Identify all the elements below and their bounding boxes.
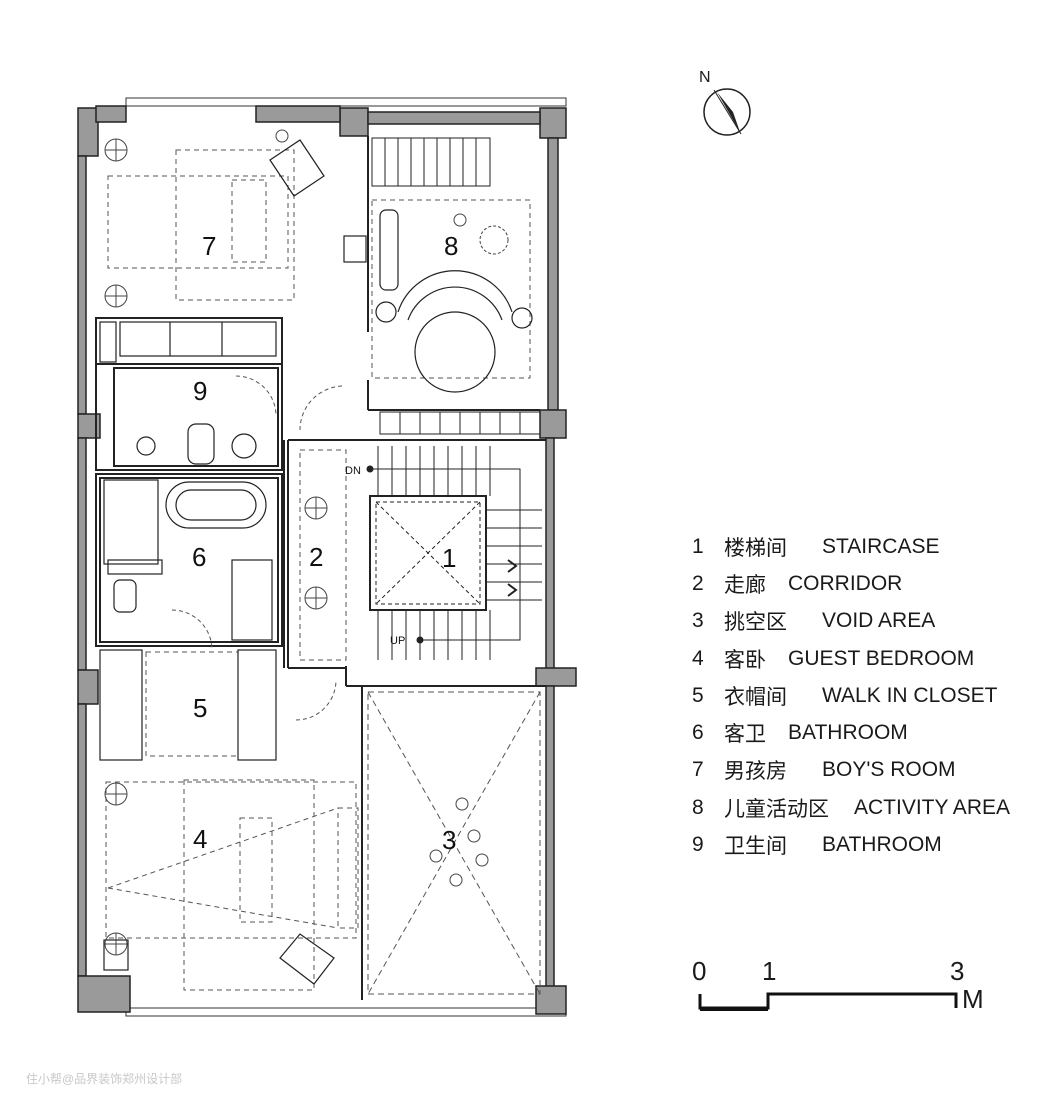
room-number-8: 8 (444, 231, 458, 261)
legend-number: 7 (692, 758, 704, 782)
door-swings (171, 375, 345, 721)
scale-label-0: 0 (692, 956, 707, 986)
legend-number: 9 (692, 833, 704, 857)
legend-number: 5 (692, 683, 704, 707)
legend-chinese: 挑空区 (724, 611, 787, 635)
legend-number: 8 (692, 795, 704, 819)
legend-chinese: 卫生间 (724, 835, 787, 859)
legend-english: WALK IN CLOSET (822, 683, 998, 707)
legend-english: VOID AREA (822, 609, 936, 633)
stair-up-label: UP (390, 635, 405, 647)
legend-english: BATHROOM (822, 833, 942, 857)
legend-item: 3 挑空区 VOID AREA (692, 603, 1010, 640)
stair-down-label: DN (345, 465, 361, 477)
room-number-4: 4 (193, 824, 207, 854)
legend-item: 8 儿童活动区 ACTIVITY AREA (692, 789, 1010, 826)
room-number-6: 6 (192, 542, 206, 572)
walls (77, 105, 577, 1015)
void-area (367, 691, 541, 995)
legend-item: 4 客卧 GUEST BEDROOM (692, 640, 1010, 677)
legend-english: GUEST BEDROOM (788, 646, 975, 670)
legend-item: 7 男孩房 BOY'S ROOM (692, 752, 1010, 789)
legend-number: 6 (692, 721, 704, 745)
scale-label-1: 1 (762, 956, 777, 986)
scale-bar (698, 992, 958, 1011)
legend-number: 1 (692, 534, 704, 558)
legend-english: STAIRCASE (822, 534, 940, 558)
legend-chinese: 走廊 (724, 573, 766, 597)
watermark: 住小帮@品界装饰郑州设计部 (26, 1072, 183, 1086)
legend-number: 3 (692, 609, 704, 633)
legend-chinese: 客卧 (724, 648, 766, 672)
legend-number: 4 (692, 646, 704, 670)
legend-number: 2 (692, 571, 704, 595)
fixtures (99, 139, 533, 985)
room-number-7: 7 (202, 231, 216, 261)
legend-item: 6 客卫 BATHROOM (692, 714, 1010, 751)
scale-unit-label: M (962, 984, 984, 1014)
compass-north-label: N (699, 69, 711, 86)
room-number-5: 5 (193, 693, 207, 723)
partitions (95, 136, 546, 1000)
legend-chinese: 男孩房 (724, 760, 787, 784)
legend-chinese: 衣帽间 (724, 685, 787, 709)
legend-english: BATHROOM (788, 721, 908, 745)
light-fixtures (104, 129, 509, 956)
scale-label-3: 3 (950, 956, 965, 986)
staircase (366, 446, 542, 660)
room-number-2: 2 (309, 542, 323, 572)
legend-chinese: 儿童活动区 (724, 797, 829, 821)
legend-chinese: 客卫 (724, 723, 766, 747)
room-legend: 1 楼梯间 STAIRCASE 2 走廊 CORRIDOR 3 挑空区 VOID… (692, 528, 1010, 864)
legend-item: 9 卫生间 BATHROOM (692, 826, 1010, 863)
upper-stair (371, 137, 541, 435)
legend-item: 1 楼梯间 STAIRCASE (692, 528, 1010, 565)
legend-item: 5 衣帽间 WALK IN CLOSET (692, 677, 1010, 714)
compass-icon (703, 88, 751, 136)
room-number-3: 3 (442, 825, 456, 855)
legend-chinese: 楼梯间 (724, 536, 787, 560)
legend-item: 2 走廊 CORRIDOR (692, 565, 1010, 602)
legend-english: BOY'S ROOM (822, 758, 956, 782)
legend-english: ACTIVITY AREA (854, 795, 1010, 819)
room-number-1: 1 (442, 543, 456, 573)
room-number-9: 9 (193, 376, 207, 406)
legend-english: CORRIDOR (788, 571, 903, 595)
